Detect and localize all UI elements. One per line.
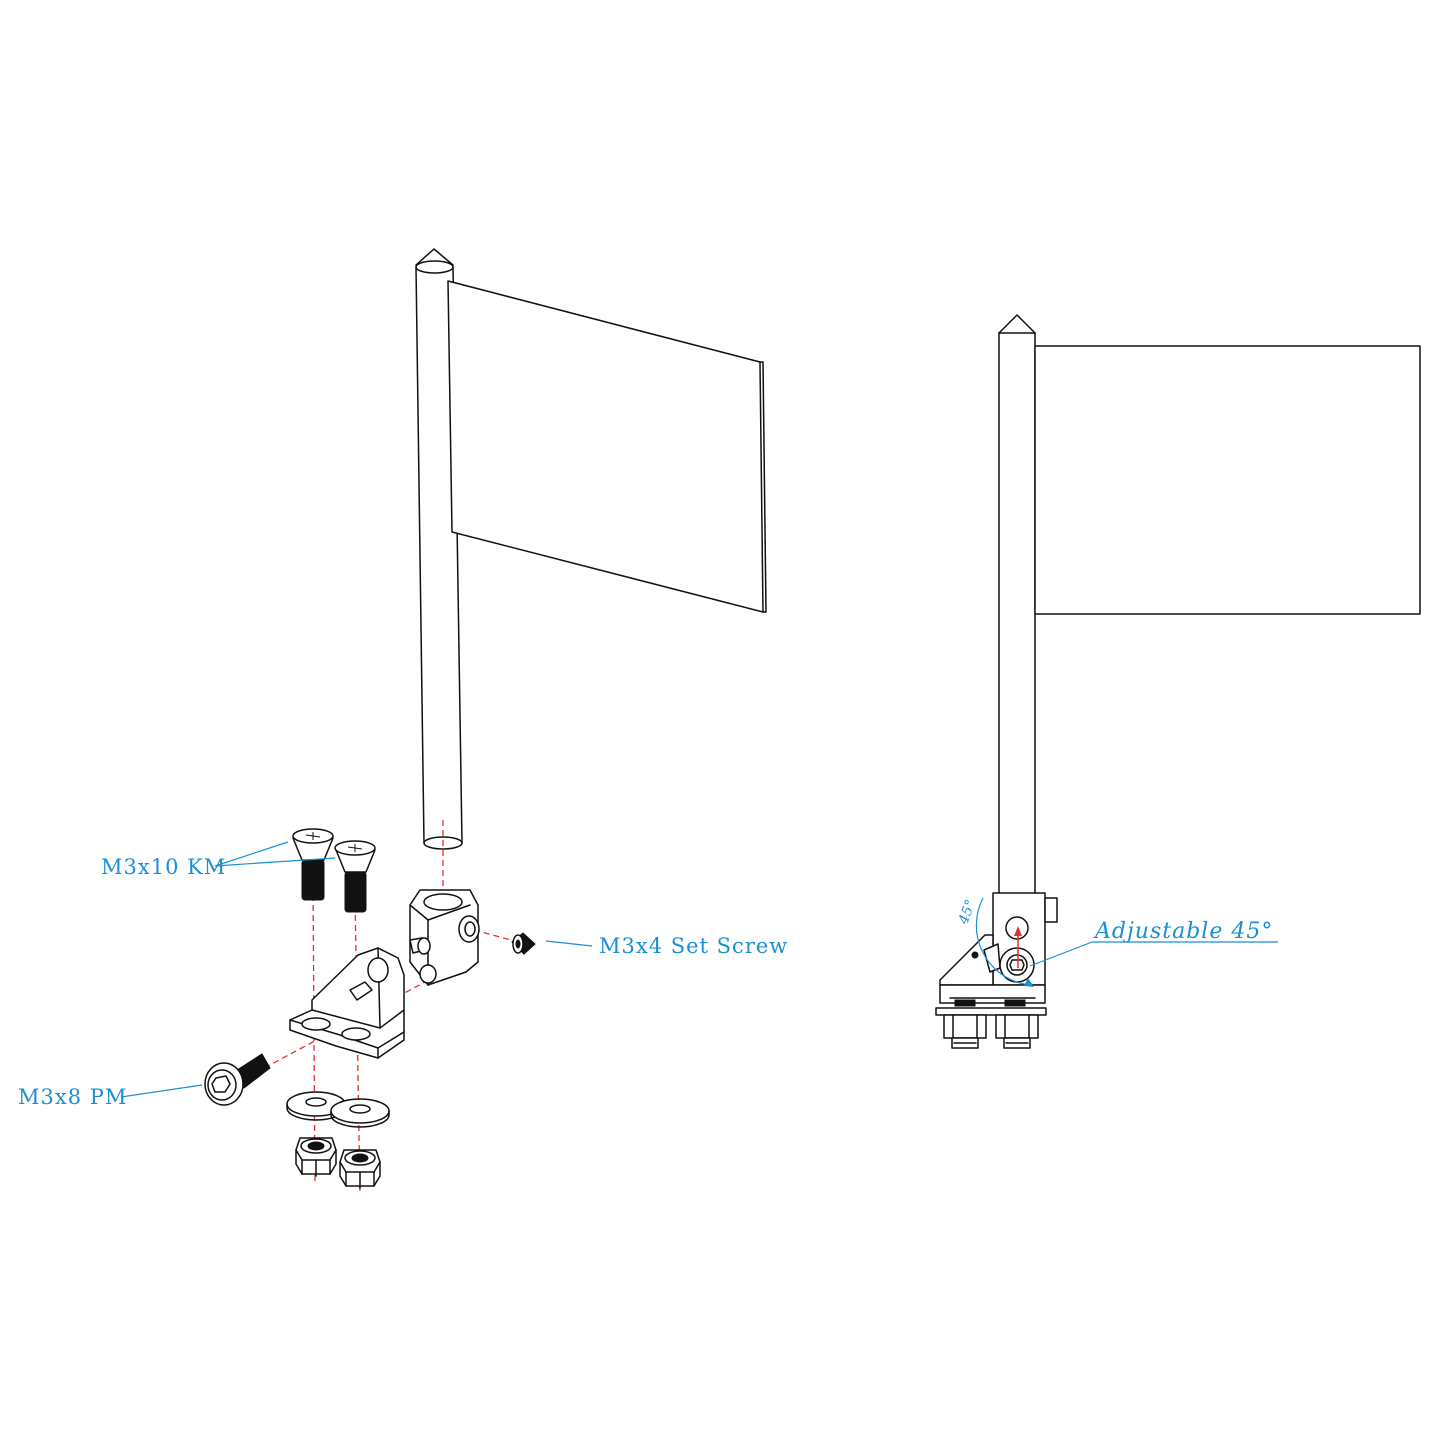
label-button-screw: M3x8 PM [18, 1085, 127, 1109]
pole-clamp [409, 889, 480, 986]
assembled-flag-pole [998, 314, 1036, 894]
label-angle: 45° [955, 898, 979, 928]
label-countersunk-screws: M3x10 KM [101, 855, 226, 879]
countersunk-screw-2 [334, 840, 376, 913]
washer-2 [330, 1098, 390, 1128]
lock-nut-1 [295, 1137, 337, 1177]
callout-countersunk-screws: M3x10 KM [101, 841, 336, 879]
assembled-bracket [939, 892, 1058, 1007]
assembled-flag [1034, 345, 1421, 615]
callout-set-screw: M3x4 Set Screw [545, 934, 788, 958]
exploded-view: M3x10 KM M3x4 Set Screw M3x8 PM [18, 248, 788, 1196]
callout-adjustable: Adjustable 45° [1029, 919, 1278, 967]
label-set-screw: M3x4 Set Screw [599, 934, 788, 958]
adjust-marker [1014, 926, 1022, 968]
assembled-nuts [935, 1007, 1047, 1049]
assembled-view: 45° Adjustable 45° [935, 314, 1421, 1049]
lock-nut-2 [339, 1149, 381, 1189]
l-bracket [289, 947, 405, 1059]
label-adjustable: Adjustable 45° [1093, 919, 1273, 944]
set-screw [511, 932, 536, 955]
countersunk-screw-1 [292, 828, 334, 901]
flag [447, 280, 767, 613]
button-head-screw [204, 1053, 271, 1106]
callout-button-screw: M3x8 PM [18, 1084, 203, 1109]
